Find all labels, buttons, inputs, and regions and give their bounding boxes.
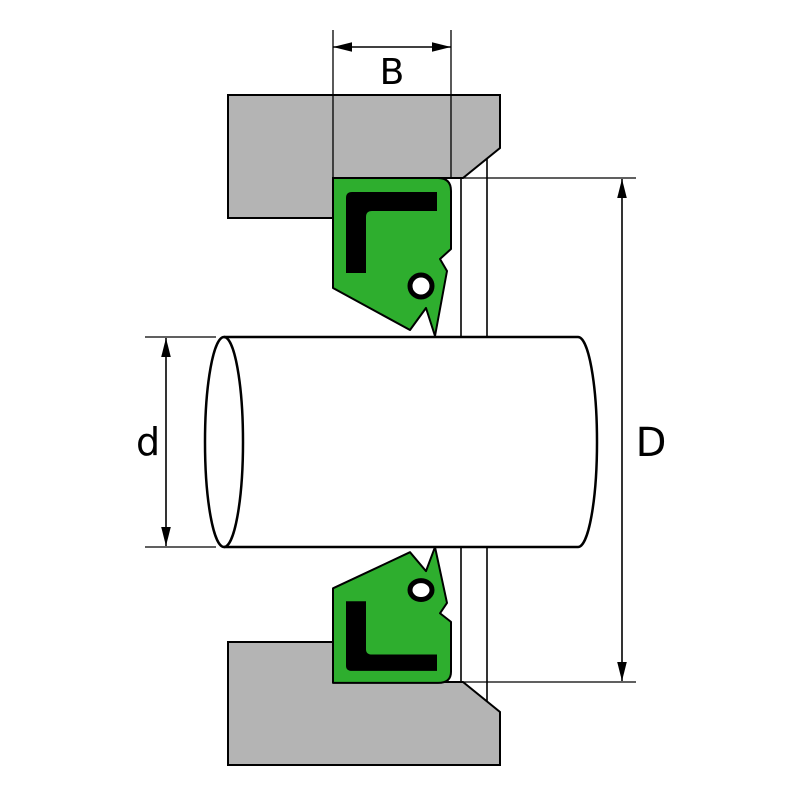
- seal-top: [333, 178, 451, 336]
- shaft-outline: [224, 335, 599, 549]
- dimension-b: B: [332, 30, 452, 177]
- label-seal-width: B: [380, 52, 405, 93]
- shaft: [203, 335, 599, 549]
- arrowhead-left: [333, 42, 352, 52]
- shaft-end-face: [203, 335, 245, 549]
- seal-case-insert: [346, 192, 437, 273]
- shaft-body-fill: [224, 337, 597, 547]
- arrowhead-down: [161, 527, 171, 546]
- arrowhead-up: [161, 338, 171, 357]
- label-shaft-diameter: d: [136, 420, 160, 464]
- dimension-d-small: d: [136, 336, 216, 548]
- dimension-d-large: D: [452, 177, 667, 683]
- seal-bottom: [333, 547, 451, 683]
- arrowhead-right: [432, 42, 451, 52]
- arrowhead-up: [617, 179, 627, 198]
- arrowhead-down: [617, 662, 627, 681]
- label-outer-diameter: D: [636, 420, 667, 466]
- garter-spring: [410, 275, 432, 297]
